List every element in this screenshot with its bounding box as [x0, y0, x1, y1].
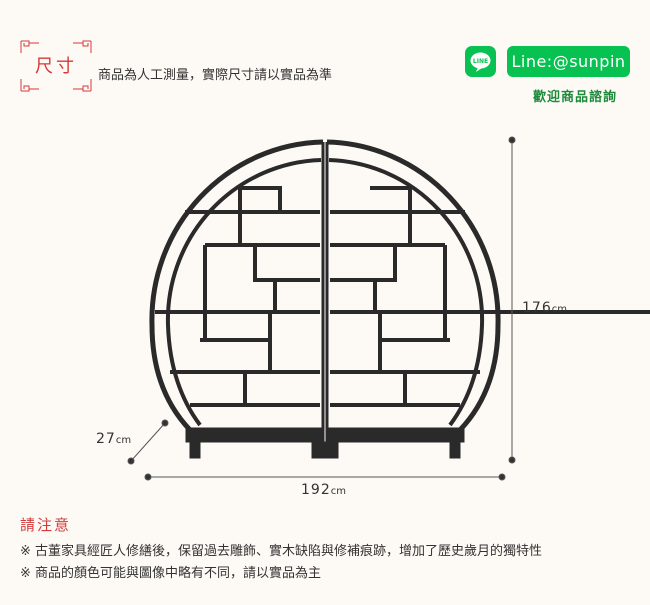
height-dimension: 176cm — [522, 300, 567, 316]
furniture-diagram — [127, 136, 650, 481]
measurement-note: 商品為人工測量，實際尺寸請以實品為準 — [98, 68, 333, 83]
round-display-shelf-image — [149, 139, 650, 459]
line-app-icon[interactable]: LINE — [465, 46, 496, 77]
depth-dimension: 27cm — [96, 431, 131, 447]
width-value: 192 — [301, 482, 331, 498]
size-badge: 尺寸 — [20, 40, 92, 92]
dimension-lines — [127, 136, 516, 481]
notice-item: ※ 古董家具經匠人修繕後，保留過去雕飾、實木缺陷與修補痕跡，增加了歷史歲月的獨特… — [20, 544, 543, 559]
line-consult-text: 歡迎商品諮詢 — [533, 90, 618, 105]
width-unit: cm — [330, 486, 346, 497]
line-icon-text: LINE — [473, 58, 488, 65]
notice-title: 請注意 — [20, 516, 72, 534]
line-id-button[interactable]: Line:@sunpin — [507, 46, 630, 77]
size-badge-text: 尺寸 — [35, 56, 77, 77]
depth-value: 27 — [96, 431, 116, 447]
notice-item: ※ 商品的顏色可能與圖像中略有不同，請以實品為主 — [20, 566, 322, 581]
width-dimension: 192cm — [301, 482, 346, 498]
ornate-frame-icon — [20, 40, 92, 92]
height-value: 176 — [522, 300, 552, 316]
height-unit: cm — [551, 304, 567, 315]
depth-unit: cm — [115, 435, 132, 446]
